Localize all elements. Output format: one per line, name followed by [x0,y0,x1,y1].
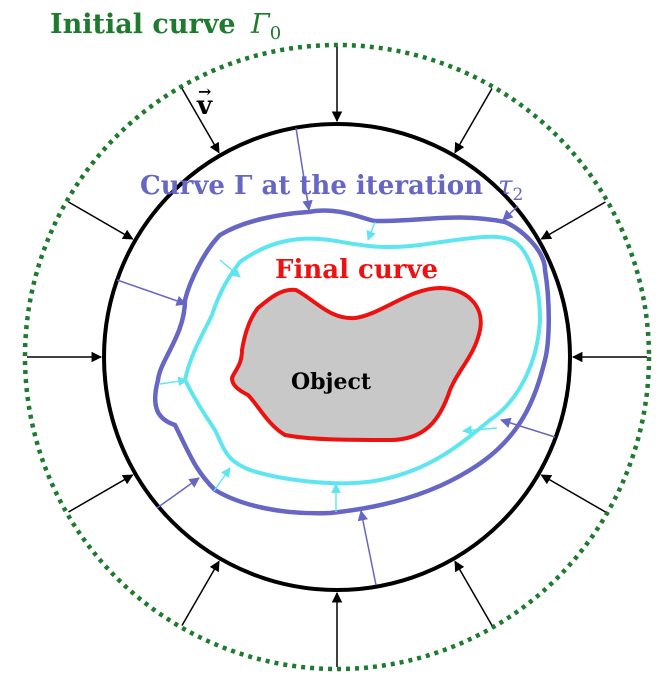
velocity-arrows-tau2 [116,127,556,586]
velocity-arrow [454,88,493,154]
velocity-arrow-intermediate [219,259,241,278]
velocity-label: v → [196,82,213,121]
initial-curve-label: Initial curve Γ0 [50,9,281,44]
initial-curve [22,42,652,672]
velocity-arrow-intermediate [213,467,231,492]
curve-tau2-label: Curve Γ at the iteration τ2 [140,171,523,205]
velocity-arrow-tau2 [357,509,377,586]
velocity-arrow [181,88,220,154]
evolving-curve-circle [102,122,572,592]
velocity-arrow-tau2 [156,477,200,509]
velocity-arrow [540,201,606,240]
velocity-arrow-tau2 [116,279,187,306]
velocity-arrow-tau2 [502,205,519,221]
velocity-arrow [540,474,606,513]
velocity-arrow [454,560,493,626]
velocity-arrow [181,560,220,626]
velocity-arrow-tau2 [295,127,313,212]
velocity-arrow-intermediate [366,221,376,241]
velocity-arrow-intermediate [159,376,188,387]
velocity-arrows-intermediate [159,221,498,512]
velocity-arrows-outer [27,47,647,667]
velocity-arrow-intermediate [462,425,498,436]
object-shape [230,286,483,442]
final-curve-label: Final curve [275,255,438,285]
velocity-arrow [68,474,134,513]
velocity-arrow [68,201,134,240]
svg-text:v: v [196,91,213,121]
object-label: Object [291,369,372,395]
velocity-arrow-tau2 [499,417,556,438]
svg-text:→: → [198,82,211,101]
